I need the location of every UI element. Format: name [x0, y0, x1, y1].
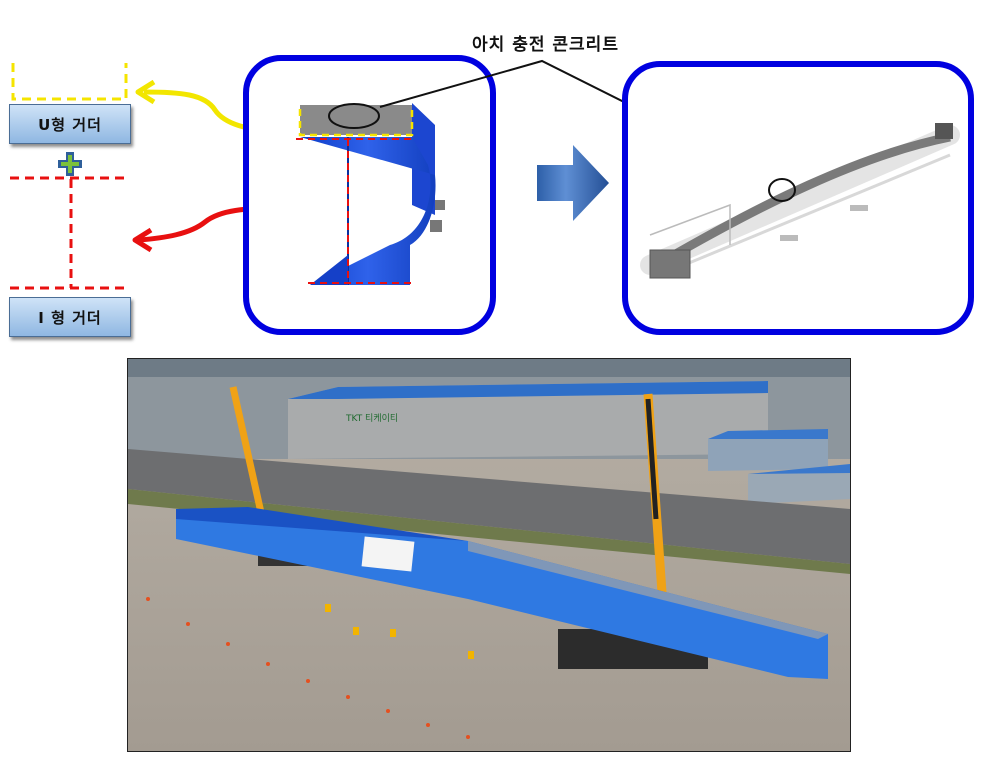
construction-site-photo: TKT 티케이티 — [127, 358, 851, 752]
arch-girder-3d-model — [640, 123, 960, 279]
u-girder-label: U형 거더 — [9, 104, 131, 144]
i-girder-outline — [10, 176, 128, 290]
plus-icon — [58, 152, 82, 176]
u-girder-outline — [11, 63, 128, 101]
i-girder-label: I 형 거더 — [9, 297, 131, 337]
svg-text:TKT 티케이티: TKT 티케이티 — [345, 413, 398, 424]
flow-arrow-icon — [537, 145, 609, 221]
photo-illustration: TKT 티케이티 — [128, 359, 850, 751]
callout-label: 아치 충전 콘크리트 — [472, 35, 619, 55]
cross-section-panel — [243, 55, 496, 335]
girder-cross-section — [296, 103, 445, 285]
